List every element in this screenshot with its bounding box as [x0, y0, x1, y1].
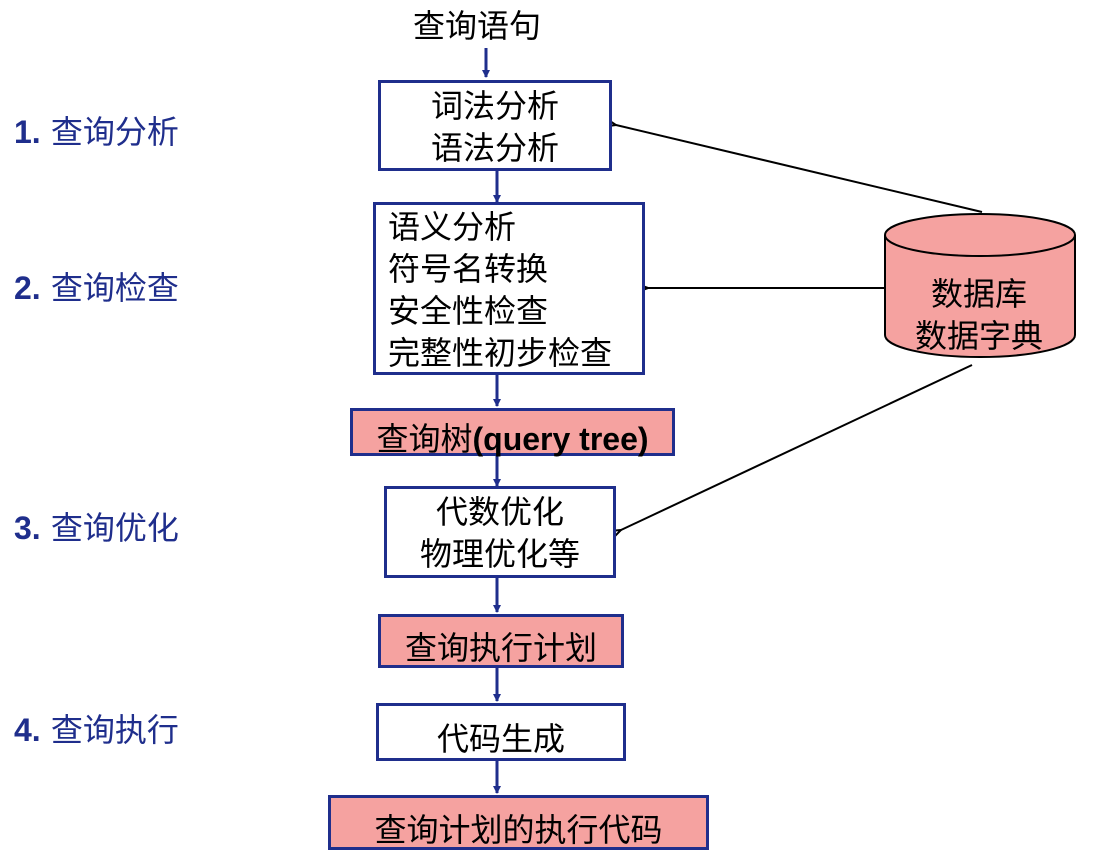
query-tree-label-en: (query tree) — [472, 421, 649, 457]
query-tree-box: 查询树(query tree) — [350, 408, 675, 458]
step-label-3: 3. 查询优化 — [14, 508, 179, 548]
analysis-box: 词法分析 语法分析 — [378, 80, 612, 171]
exec-code-label: 查询计划的执行代码 — [374, 811, 663, 849]
db-arrow-to-optimize — [621, 364, 973, 530]
analysis-line-1: 词法分析 — [430, 87, 559, 125]
codegen-box: 代码生成 — [376, 703, 626, 761]
step-number: 3. — [14, 510, 41, 546]
step-number: 4. — [14, 712, 41, 748]
step-number: 1. — [14, 114, 41, 150]
check-line-2: 符号名转换 — [388, 250, 549, 288]
check-line-3: 安全性检查 — [388, 292, 549, 330]
input-label: 查询语句 — [413, 7, 542, 45]
codegen-label: 代码生成 — [436, 720, 565, 758]
exec-plan-box: 查询执行计划 — [378, 614, 624, 668]
step-label-2: 2. 查询检查 — [14, 268, 179, 308]
check-line-4: 完整性初步检查 — [388, 334, 613, 372]
database-label-2: 数据字典 — [914, 317, 1043, 355]
query-tree-label: 查询树(query tree) — [353, 414, 672, 460]
check-box: 语义分析 符号名转换 安全性检查 完整性初步检查 — [373, 202, 645, 375]
step-text: 查询执行 — [50, 711, 179, 749]
optimize-box: 代数优化 物理优化等 — [384, 486, 616, 578]
optimize-line-1: 代数优化 — [435, 493, 564, 531]
db-arrow-to-analysis — [616, 125, 983, 213]
step-text: 查询分析 — [50, 113, 179, 151]
analysis-line-2: 语法分析 — [430, 129, 559, 167]
database-label-1: 数据库 — [930, 275, 1027, 313]
database-cylinder-icon — [884, 213, 1076, 358]
step-label-4: 4. 查询执行 — [14, 710, 179, 750]
exec-code-box: 查询计划的执行代码 — [328, 795, 709, 850]
query-tree-label-cn: 查询树 — [376, 420, 473, 458]
step-label-1: 1. 查询分析 — [14, 112, 179, 152]
step-text: 查询优化 — [50, 509, 179, 547]
optimize-line-2: 物理优化等 — [419, 535, 580, 573]
exec-plan-label: 查询执行计划 — [404, 629, 597, 667]
check-line-1: 语义分析 — [388, 208, 517, 246]
step-number: 2. — [14, 270, 41, 306]
step-text: 查询检查 — [50, 269, 179, 307]
